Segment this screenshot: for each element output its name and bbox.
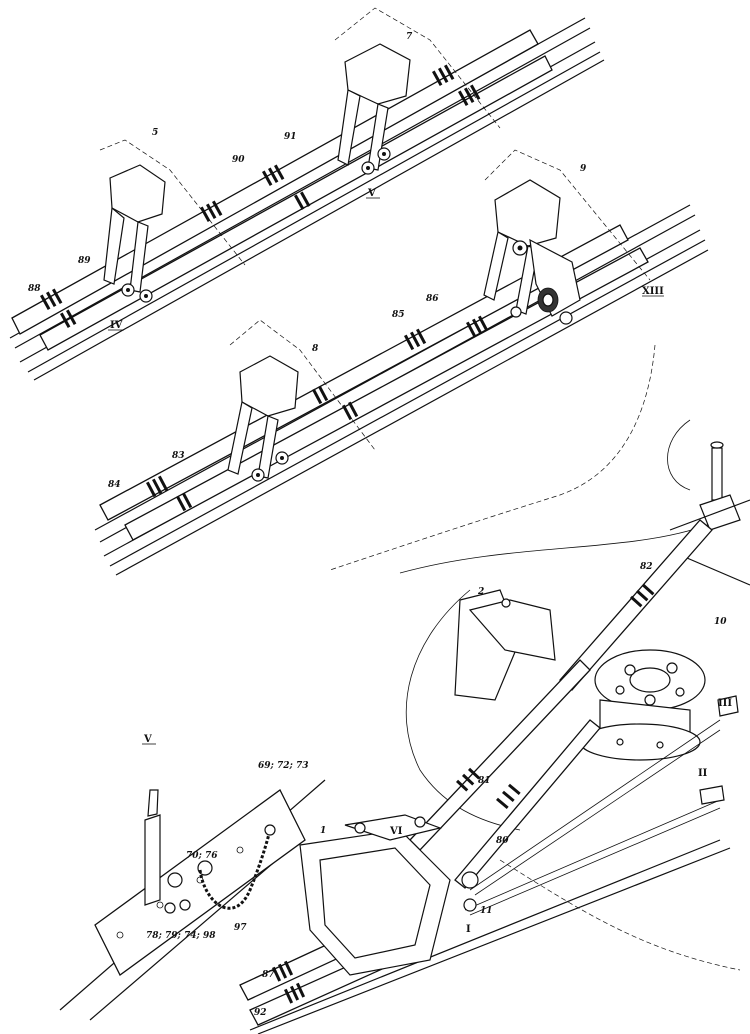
label-7: 7 xyxy=(406,32,413,42)
label-10: 10 xyxy=(714,617,727,627)
label-roman-vi: VI xyxy=(389,826,403,837)
label-roman-xiii: XIII xyxy=(642,286,664,297)
label-91: 91 xyxy=(284,132,297,142)
label-9: 9 xyxy=(580,164,587,174)
label-roman-i: I xyxy=(466,924,471,935)
mixer-assembly xyxy=(409,441,750,916)
bracket-7 xyxy=(334,7,501,175)
label-5: 5 xyxy=(152,128,158,138)
tube-bands-upper xyxy=(39,64,481,328)
label-90: 90 xyxy=(232,155,245,165)
label-69-72-73: 69; 72; 73 xyxy=(258,761,308,771)
label-88: 88 xyxy=(28,284,41,294)
label-81: 81 xyxy=(478,776,491,786)
label-80: 80 xyxy=(496,836,509,846)
label-87: 87 xyxy=(262,970,275,980)
label-78-79-74-98: 78; 79; 74; 98 xyxy=(146,931,216,941)
detail-v xyxy=(59,779,326,1021)
label-8: 8 xyxy=(312,344,319,354)
bracket-8 xyxy=(227,319,376,482)
label-85: 85 xyxy=(392,310,405,320)
label-2: 2 xyxy=(477,587,484,597)
label-roman-iii: III xyxy=(718,698,732,709)
part-labels: 88 89 5 90 91 7 V IV 9 XIII 85 86 8 84 8… xyxy=(28,32,732,1018)
upper-rod-assembly xyxy=(9,7,605,381)
tube-bands-middle xyxy=(146,315,489,512)
cutaway-curve-left xyxy=(405,589,521,831)
label-1: 1 xyxy=(320,826,326,836)
middle-rod-assembly xyxy=(94,149,709,576)
boundary-curve-bottom xyxy=(499,859,741,971)
boundary-curve-top xyxy=(329,344,656,571)
label-83: 83 xyxy=(172,451,185,461)
label-roman-ii: II xyxy=(698,768,708,779)
label-84: 84 xyxy=(108,480,121,490)
label-roman-iv: IV xyxy=(110,320,123,331)
bracket-5 xyxy=(99,139,246,303)
label-roman-v-detail: V xyxy=(143,734,152,745)
label-89: 89 xyxy=(78,256,91,266)
label-82: 82 xyxy=(640,562,653,572)
label-92: 92 xyxy=(254,1008,267,1018)
cutaway-curve xyxy=(399,519,721,574)
label-70-76: 70; 76 xyxy=(186,851,218,861)
cutaway-curve-right xyxy=(667,419,691,491)
label-86: 86 xyxy=(426,294,439,304)
label-roman-v-top: V xyxy=(367,188,376,199)
label-97: 97 xyxy=(234,923,247,933)
label-11: 11 xyxy=(480,906,493,916)
bracket-9 xyxy=(483,149,651,325)
bellcrank-1-assembly xyxy=(239,814,731,1034)
